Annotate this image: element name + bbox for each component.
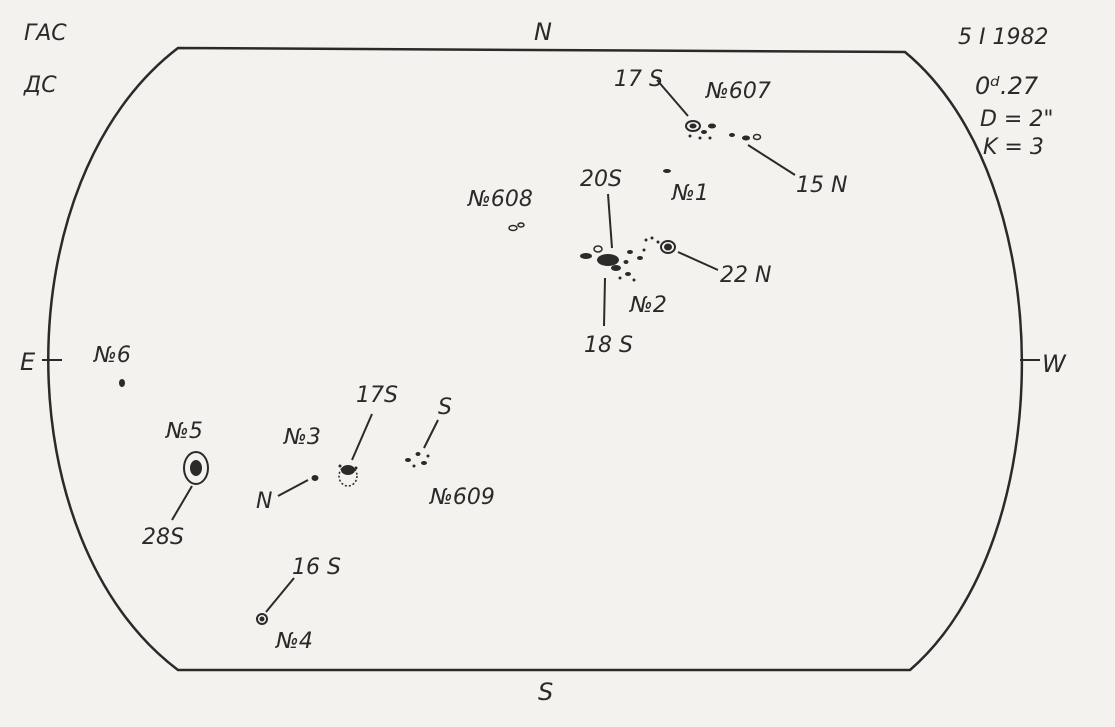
label-group-5-field-28s: 28S [142, 525, 184, 550]
sunspot-group-3 [277, 413, 373, 497]
label-607-field-15n: 15 N [796, 173, 847, 198]
d-value-label: D = 2" [980, 107, 1053, 132]
east-label: E [20, 348, 36, 376]
label-group-1: №1 [671, 181, 709, 206]
label-group-607: №607 [705, 79, 771, 104]
label-group-6: №6 [93, 343, 131, 368]
label-group-3: №3 [283, 425, 321, 450]
label-group-2-field-18s: 18 S [584, 333, 633, 358]
label-group-608: №608 [467, 187, 533, 212]
label-group-4-field-16s: 16 S [292, 555, 341, 580]
label-607-field-17s: 17 S [614, 67, 663, 92]
north-label: N [534, 18, 552, 46]
sunspot-group-1 [663, 169, 671, 173]
west-label: W [1042, 350, 1067, 378]
date-label: 5 I 1982 [958, 25, 1048, 50]
label-group-609-polarity-s: S [438, 395, 452, 420]
solar-disk-outline [47, 46, 1024, 672]
label-group-3-polarity-n: N [256, 489, 272, 514]
observatory-label-1: ГАС [24, 21, 67, 46]
sunspot-group-609 [405, 419, 439, 468]
label-group-2-field-22n: 22 N [720, 263, 771, 288]
observatory-label-2: ДС [23, 73, 57, 98]
sunspot-group-607 [656, 79, 796, 176]
label-group-2: №2 [629, 293, 667, 318]
time-label: 0ᵈ.27 [975, 72, 1039, 100]
k-value-label: K = 3 [983, 135, 1044, 160]
label-group-609: №609 [429, 485, 495, 510]
sunspot-group-2 [580, 193, 719, 327]
label-group-3-field-17s: 17S [356, 383, 398, 408]
sunspot-group-608 [508, 222, 525, 232]
sunspot-group-4 [256, 577, 295, 625]
sunspot-group-6 [119, 379, 125, 387]
label-group-5: №5 [165, 419, 203, 444]
sunspot-group-5 [171, 451, 209, 521]
south-label: S [538, 678, 553, 706]
label-group-2-field-20s: 20S [580, 167, 622, 192]
label-group-4: №4 [275, 629, 313, 654]
